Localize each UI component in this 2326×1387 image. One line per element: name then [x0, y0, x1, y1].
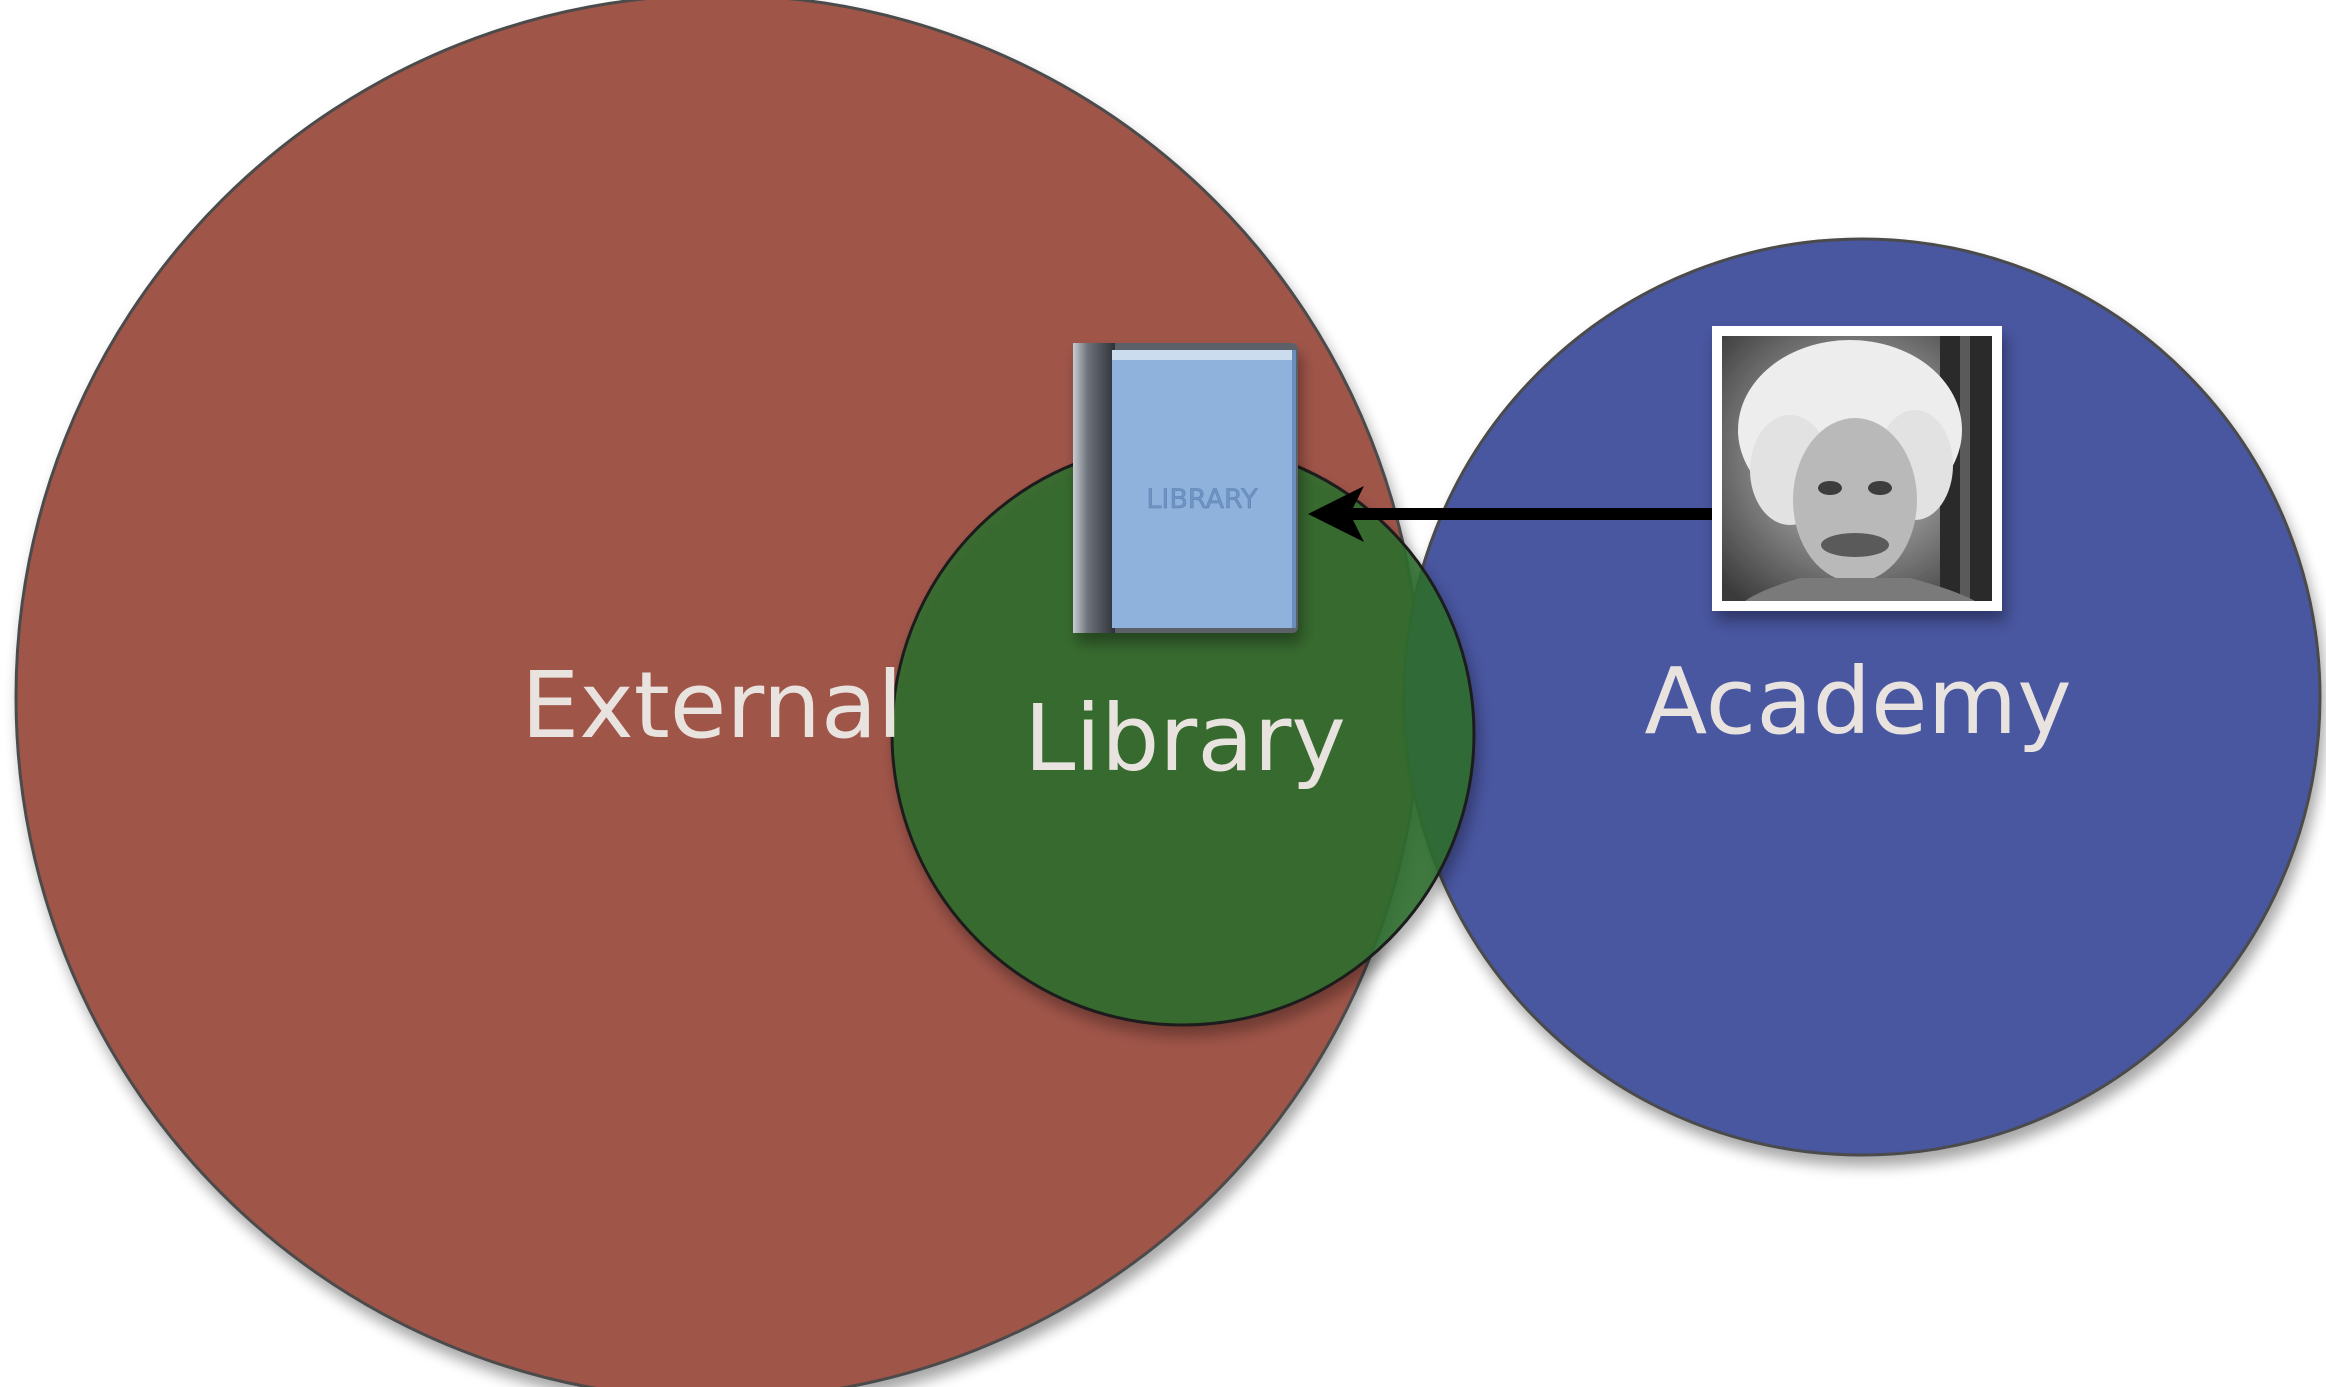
arrow — [1308, 486, 1718, 542]
external-label: External — [521, 652, 903, 759]
library-label: Library — [1024, 685, 1346, 792]
portrait-photo-icon — [1712, 326, 2002, 611]
book-title: LIBRARY — [1146, 484, 1258, 515]
academy-label: Academy — [1644, 648, 2071, 755]
book-icon: LIBRARY — [1073, 343, 1298, 633]
